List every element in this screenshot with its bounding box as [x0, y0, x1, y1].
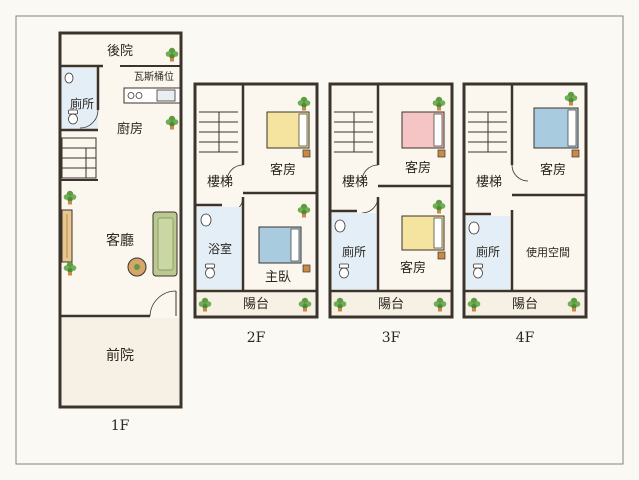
room-label-backyard: 後院 [107, 44, 133, 59]
room-label-3f-guest-top: 客房 [405, 160, 431, 176]
floor-4f: 樓梯 客房 廁所 使用空間 陽台 4F [462, 82, 588, 346]
room-label-3f-balcony: 陽台 [378, 297, 404, 312]
room-label-2f-bath: 浴室 [208, 241, 232, 256]
room-label-kitchen: 廚房 [117, 121, 143, 137]
room-label-2f-balcony: 陽台 [243, 297, 269, 312]
floor-1f: 後院 瓦斯桶位 廁所 廚房 客廳 前院 1F [58, 31, 183, 434]
floor-1f-front-yard-area [62, 318, 179, 405]
floor-3f: 樓梯 客房 廁所 客房 陽台 3F [328, 82, 454, 346]
room-label-4f-toilet: 廁所 [476, 244, 500, 259]
room-label-4f-guest: 客房 [540, 162, 566, 178]
floor-caption-3f: 3F [382, 330, 401, 346]
room-label-3f-guest-bottom: 客房 [400, 260, 426, 276]
room-label-1f-toilet: 廁所 [70, 96, 94, 111]
floor-caption-2f: 2F [247, 330, 266, 346]
room-label-4f-use-space: 使用空間 [526, 245, 570, 259]
room-label-2f-master: 主臥 [265, 270, 291, 285]
sheet-border [15, 15, 624, 465]
floor-caption-1f: 1F [111, 418, 130, 434]
room-label-3f-stairs: 樓梯 [342, 175, 368, 190]
floor-2f: 樓梯 客房 浴室 主臥 陽台 2F [193, 82, 319, 346]
room-label-4f-stairs: 樓梯 [476, 175, 502, 190]
room-label-4f-balcony: 陽台 [512, 297, 538, 312]
room-label-2f-guest: 客房 [270, 162, 296, 178]
room-label-living: 客廳 [106, 232, 134, 249]
room-label-front-yard: 前院 [106, 347, 134, 364]
room-label-3f-toilet: 廁所 [342, 244, 366, 259]
room-label-gas-meter: 瓦斯桶位 [134, 70, 174, 83]
floor-caption-4f: 4F [516, 330, 535, 346]
room-label-2f-stairs: 樓梯 [207, 175, 233, 190]
